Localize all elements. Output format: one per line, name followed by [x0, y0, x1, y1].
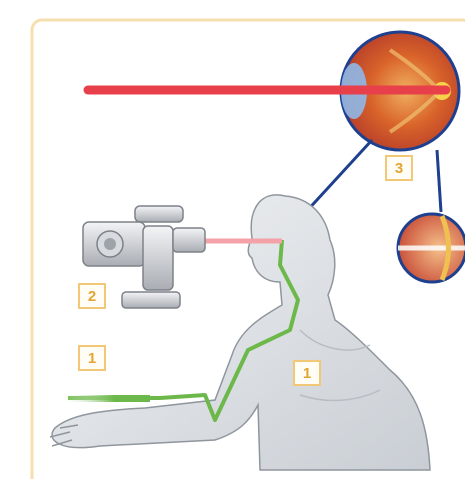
detail-connector-line [437, 150, 441, 212]
label-body: 1 [293, 360, 321, 386]
label-eye: 3 [385, 155, 413, 181]
nerve-fade [60, 395, 150, 402]
retina-detail-icon [398, 214, 465, 282]
label-hand: 1 [78, 345, 106, 371]
label-camera: 2 [78, 283, 106, 309]
